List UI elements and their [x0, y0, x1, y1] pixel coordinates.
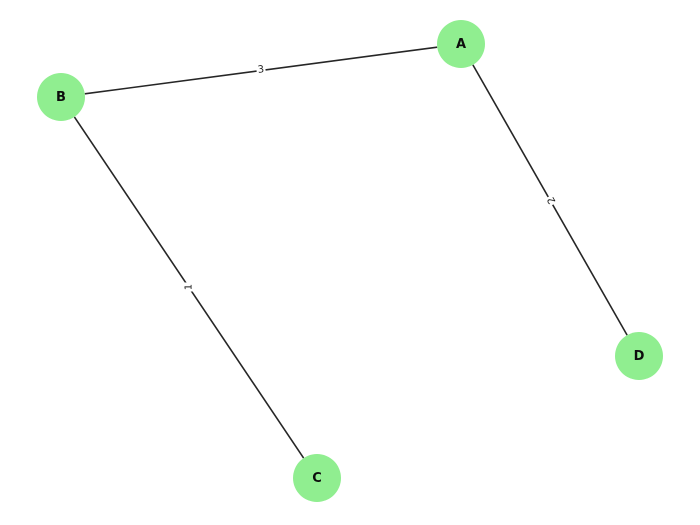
edge-label-text: 1 — [184, 284, 195, 290]
edge-label-backdrop — [255, 63, 267, 77]
node-label-d: D — [634, 349, 645, 364]
edge-weight-label-b-c: 1 — [183, 282, 195, 292]
node-label-b: B — [56, 90, 66, 105]
graph-node-a[interactable]: A — [437, 20, 485, 68]
node-circle-b[interactable] — [37, 73, 85, 121]
edge-weight-label-b-a: 3 — [255, 63, 267, 77]
node-circle-a[interactable] — [437, 20, 485, 68]
node-circle-d[interactable] — [615, 332, 663, 380]
edges-layer — [73, 46, 628, 459]
edge-label-text: 2 — [546, 195, 559, 206]
edge-weight-label-a-d: 2 — [545, 193, 559, 207]
edge-labels-layer: 3 1 2 — [183, 63, 559, 292]
graph-node-b[interactable]: B — [37, 73, 85, 121]
edge-label-backdrop — [545, 193, 559, 207]
edge-label-text: 3 — [257, 64, 265, 76]
nodes-layer: A B C D — [37, 20, 663, 502]
node-label-c: C — [312, 471, 322, 486]
graph-node-d[interactable]: D — [615, 332, 663, 380]
graph-node-c[interactable]: C — [293, 454, 341, 502]
node-label-a: A — [456, 37, 466, 52]
node-circle-c[interactable] — [293, 454, 341, 502]
edge-label-backdrop — [183, 282, 195, 292]
